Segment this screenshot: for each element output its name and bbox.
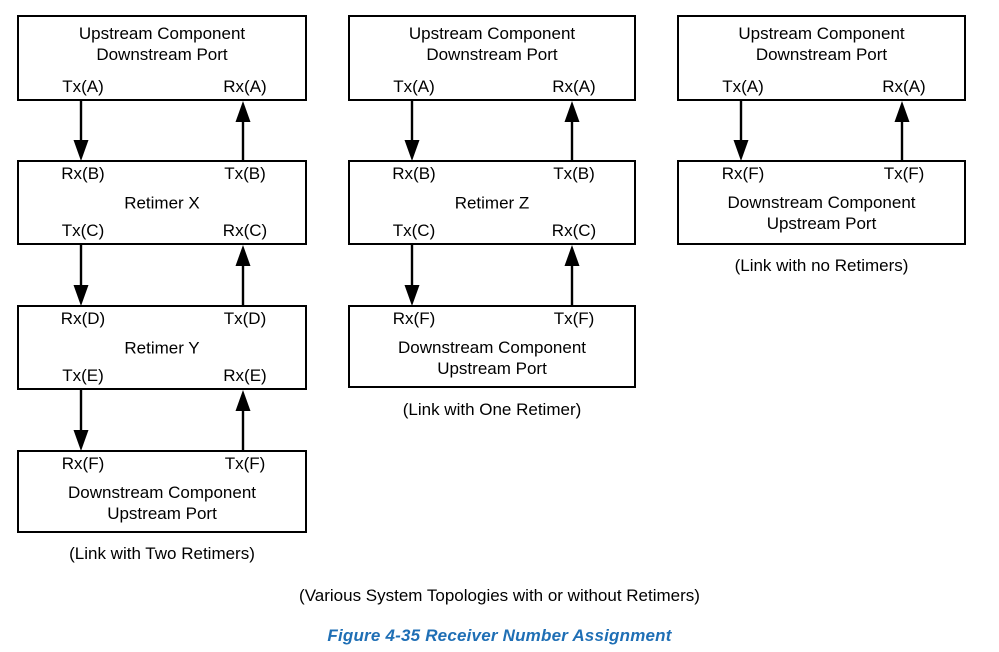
arrow-down-tx-c-to-rx-d [69,245,93,306]
downstream-component-box-col1: Downstream Component Upstream Port Rx(F)… [17,450,307,533]
port-label-tx-a: Tx(A) [722,77,764,96]
caption-two-retimers: (Link with Two Retimers) [69,544,255,563]
retimer-z-box: Retimer Z Rx(B) Tx(B) Tx(C) Rx(C) [348,160,636,245]
arrow-down-tx-e-to-rx-f [69,390,93,451]
box-title: Downstream Component Upstream Port [397,338,587,378]
arrow-down-tx-c-to-rx-f [400,245,424,306]
downstream-component-box-col3: Downstream Component Upstream Port Rx(F)… [677,160,966,245]
box-title: Retimer Y [124,338,200,357]
port-label-rx-f: Rx(F) [392,309,436,328]
arrow-up-tx-d-to-rx-c [231,245,255,306]
arrow-up-tx-f-to-rx-a [890,101,914,161]
port-label-rx-b: Rx(B) [61,164,105,183]
port-label-rx-f: Rx(F) [61,454,105,473]
port-label-rx-c: Rx(C) [222,221,268,240]
port-label-tx-b: Tx(B) [553,164,595,183]
port-label-rx-a: Rx(A) [223,77,267,96]
overall-caption: (Various System Topologies with or witho… [299,586,700,605]
port-label-tx-a: Tx(A) [393,77,435,96]
port-label-tx-c: Tx(C) [392,221,436,240]
port-label-tx-e: Tx(E) [62,366,104,385]
box-title: Downstream Component Upstream Port [67,483,257,523]
port-label-tx-f: Tx(F) [224,454,266,473]
port-label-rx-a: Rx(A) [552,77,596,96]
figure-caption: Figure 4-35 Receiver Number Assignment [327,626,672,645]
port-label-rx-d: Rx(D) [60,309,106,328]
arrow-down-tx-a-to-rx-b [69,101,93,161]
port-label-rx-b: Rx(B) [392,164,436,183]
port-label-tx-c: Tx(C) [61,221,105,240]
arrow-down-tx-a-to-rx-f [729,101,753,161]
port-label-rx-f: Rx(F) [721,164,765,183]
retimer-x-box: Retimer X Rx(B) Tx(B) Tx(C) Rx(C) [17,160,307,245]
caption-no-retimers: (Link with no Retimers) [734,256,909,275]
box-title: Retimer X [124,193,200,212]
arrow-down-tx-a-to-rx-b [400,101,424,161]
port-label-tx-f: Tx(F) [553,309,595,328]
upstream-component-box-col1: Upstream Component Downstream Port Tx(A)… [17,15,307,101]
port-label-tx-d: Tx(D) [223,309,267,328]
arrow-up-tx-f-to-rx-c [560,245,584,306]
box-title: Upstream Component Downstream Port [78,24,246,64]
caption-one-retimer: (Link with One Retimer) [402,400,582,419]
upstream-component-box-col3: Upstream Component Downstream Port Tx(A)… [677,15,966,101]
port-label-rx-c: Rx(C) [551,221,597,240]
box-title: Retimer Z [454,193,530,212]
upstream-component-box-col2: Upstream Component Downstream Port Tx(A)… [348,15,636,101]
arrow-up-tx-b-to-rx-a [231,101,255,161]
arrow-up-tx-f-to-rx-e [231,390,255,451]
downstream-component-box-col2: Downstream Component Upstream Port Rx(F)… [348,305,636,388]
box-title: Upstream Component Downstream Port [408,24,576,64]
port-label-tx-a: Tx(A) [62,77,104,96]
box-title: Upstream Component Downstream Port [738,24,905,64]
arrow-up-tx-b-to-rx-a [560,101,584,161]
port-label-tx-f: Tx(F) [883,164,925,183]
port-label-tx-b: Tx(B) [224,164,266,183]
box-title: Downstream Component Upstream Port [727,193,916,233]
port-label-rx-e: Rx(E) [223,366,267,385]
retimer-y-box: Retimer Y Rx(D) Tx(D) Tx(E) Rx(E) [17,305,307,390]
port-label-rx-a: Rx(A) [882,77,926,96]
